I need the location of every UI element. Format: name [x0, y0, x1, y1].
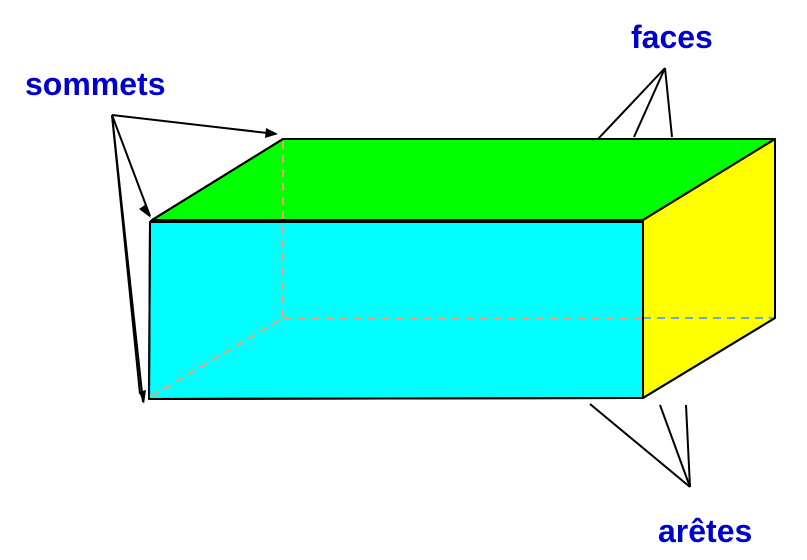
- edges-pointers: [589, 403, 691, 488]
- edge-pointer-2: [659, 404, 691, 488]
- faces-label: faces: [631, 19, 713, 55]
- hidden-edge-depth: [151, 317, 284, 397]
- front-face: [148, 221, 644, 400]
- visible-edges: [148, 138, 776, 400]
- edges-label: arêtes: [658, 513, 752, 549]
- faces-pointers: [597, 67, 673, 140]
- edge-pointer-3: [685, 404, 691, 488]
- vertices-label: sommets: [25, 66, 166, 102]
- vertex-pointer-front-left: [111, 114, 151, 217]
- edge-pointer-1: [589, 403, 691, 488]
- face-pointer-3: [664, 67, 673, 138]
- vertices-arrowheads: [139, 128, 278, 404]
- vertices-pointers: [111, 114, 277, 403]
- vertex-pointer-bottom-left-2: [111, 114, 141, 395]
- vertex-pointer-top-back: [111, 114, 277, 135]
- face-pointer-2: [633, 67, 666, 138]
- face-pointer-1: [597, 67, 666, 140]
